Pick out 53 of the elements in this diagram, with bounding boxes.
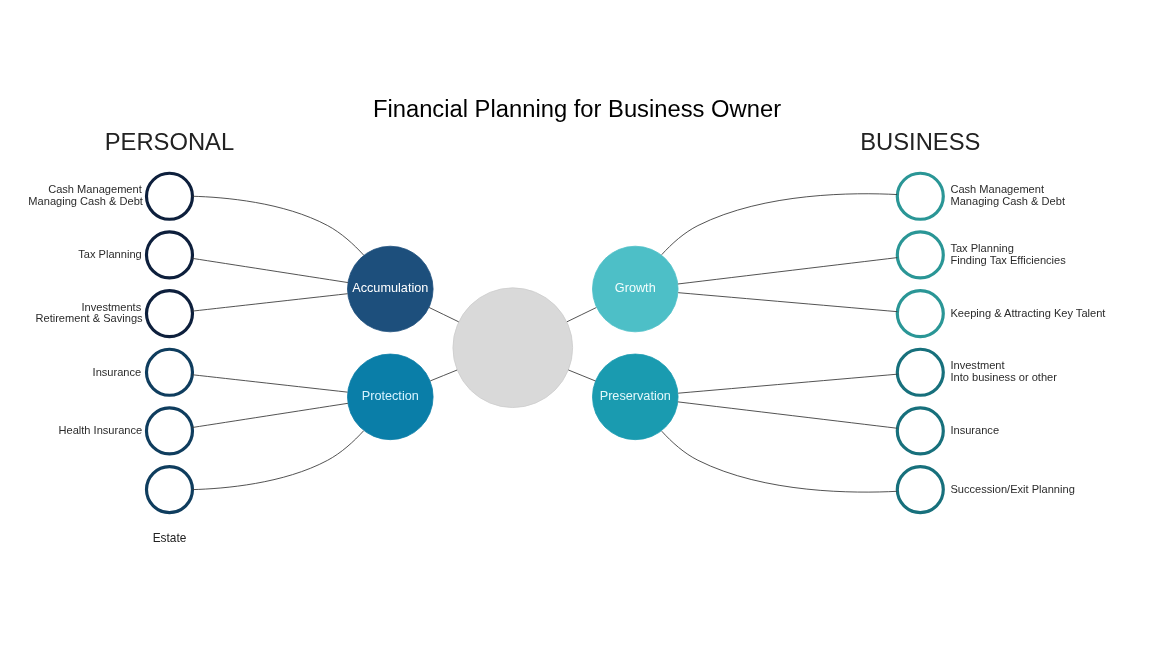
- node-circle: Preservation: [592, 353, 679, 441]
- node-circle: [144, 347, 195, 397]
- node-circle: [144, 406, 195, 456]
- connector: [677, 257, 898, 285]
- connector: [661, 193, 898, 256]
- node-label: Managing Cash & Debt: [950, 195, 1065, 208]
- node-circle: Protection: [347, 353, 434, 441]
- connector: [567, 369, 596, 382]
- node-label: Insurance: [950, 424, 1000, 437]
- node-label: Finding Tax Efficiencies: [950, 253, 1066, 266]
- node-person: [452, 287, 574, 408]
- node-label: Cash Management: [48, 183, 142, 196]
- connector: [677, 373, 898, 394]
- connector: [192, 374, 349, 393]
- connector: [566, 307, 597, 323]
- node-label: Investments: [81, 300, 142, 313]
- connector: [192, 430, 365, 491]
- node-circle: Growth: [592, 245, 679, 333]
- node-label: Succession/Exit Planning: [950, 482, 1075, 495]
- node-label: Health Insurance: [58, 424, 143, 437]
- node-label: Tax Planning: [950, 241, 1014, 254]
- diagram-title: Financial Planning for Business Owner: [372, 95, 782, 123]
- label: PERSONAL: [104, 127, 235, 155]
- node-circle: [895, 406, 945, 456]
- node-label: Into business or other: [950, 371, 1057, 384]
- node-circle: [144, 465, 195, 515]
- connector: [191, 257, 349, 283]
- connector: [192, 195, 365, 256]
- node-circle: [895, 465, 945, 515]
- connector: [677, 401, 898, 429]
- node-circle: Accumulation: [347, 245, 434, 333]
- label: Estate: [152, 531, 187, 546]
- connector: [191, 402, 349, 428]
- connector: [192, 293, 349, 312]
- node-circle: [895, 230, 945, 280]
- node-circle: [144, 230, 195, 280]
- label: BUSINESS: [860, 127, 981, 155]
- node-circle: [895, 347, 945, 397]
- connector: [661, 430, 898, 493]
- node-circle: [144, 289, 195, 339]
- node-circle: [895, 171, 945, 221]
- node-label: Tax Planning: [78, 248, 142, 261]
- node-label: Keeping & Attracting Key Talent: [950, 306, 1106, 319]
- connector: [429, 369, 458, 382]
- node-label: Insurance: [92, 365, 142, 378]
- connector: [677, 292, 898, 313]
- node-label: Cash Management: [950, 183, 1045, 196]
- node-circle: [144, 171, 195, 221]
- node-circle: [895, 289, 945, 339]
- node-label: Retirement & Savings: [35, 312, 143, 325]
- node-label: Managing Cash & Debt: [28, 195, 143, 208]
- node-label: Investment: [950, 359, 1005, 372]
- connector: [428, 307, 460, 323]
